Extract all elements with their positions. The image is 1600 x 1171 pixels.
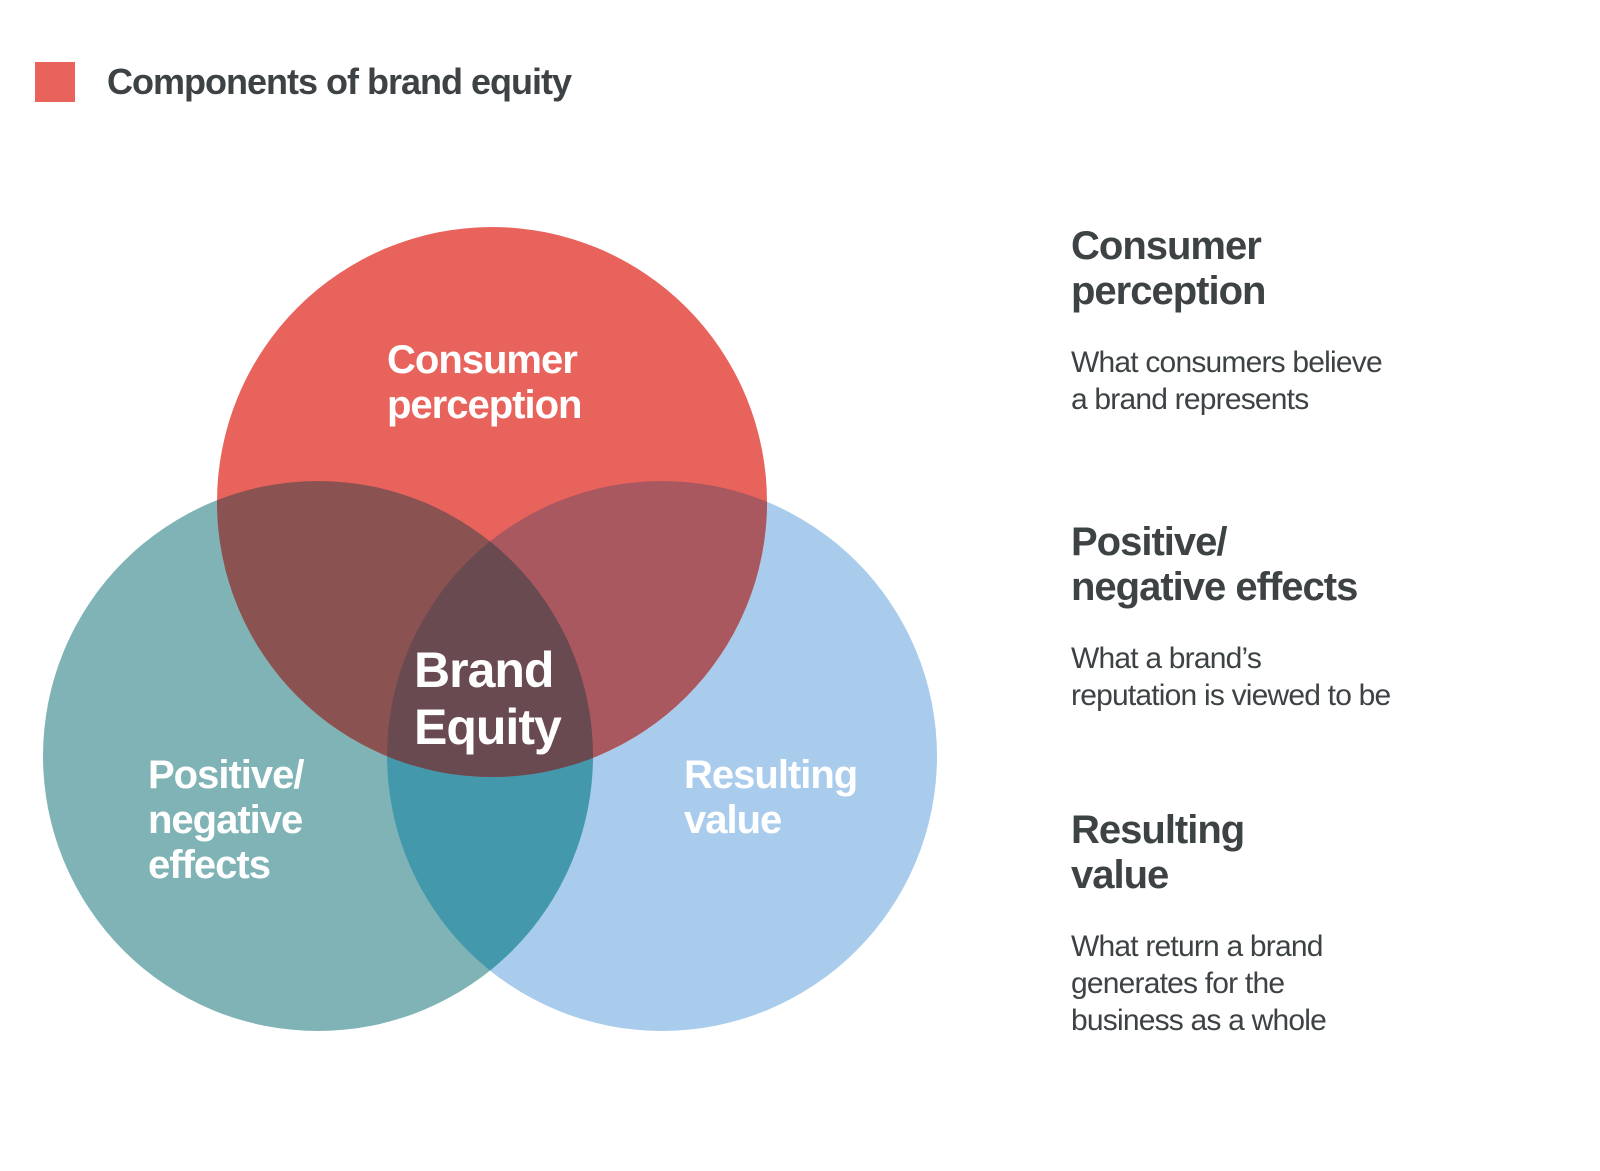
description-consumer-perception: Consumer perception What consumers belie…	[1071, 224, 1571, 418]
brand-equity-label: Brand Equity	[414, 642, 566, 755]
consumer-perception-label: Consumer perception	[387, 338, 587, 427]
overlap-center	[387, 481, 593, 777]
resulting-value-label: Resulting value	[684, 753, 867, 842]
description-heading: Resulting value	[1071, 808, 1245, 897]
legend-swatch	[35, 62, 75, 102]
description-heading: Consumer perception	[1071, 224, 1266, 313]
description-text: What return a brand generates for the bu…	[1071, 930, 1327, 1037]
description-heading: Positive/ negative effects	[1071, 520, 1358, 609]
description-text: What consumers believe a brand represent…	[1071, 346, 1383, 416]
positive-negative-label: Positive/ negative effects	[148, 753, 314, 887]
page-title: Components of brand equity	[107, 61, 572, 102]
description-positive-negative: Positive/ negative effects What a brand’…	[1071, 520, 1571, 714]
description-resulting-value: Resulting value What return a brand gene…	[1071, 808, 1571, 1039]
venn-diagram: Consumer perception Positive/ negative e…	[43, 227, 937, 1031]
description-text: What a brand’s reputation is viewed to b…	[1071, 642, 1391, 712]
